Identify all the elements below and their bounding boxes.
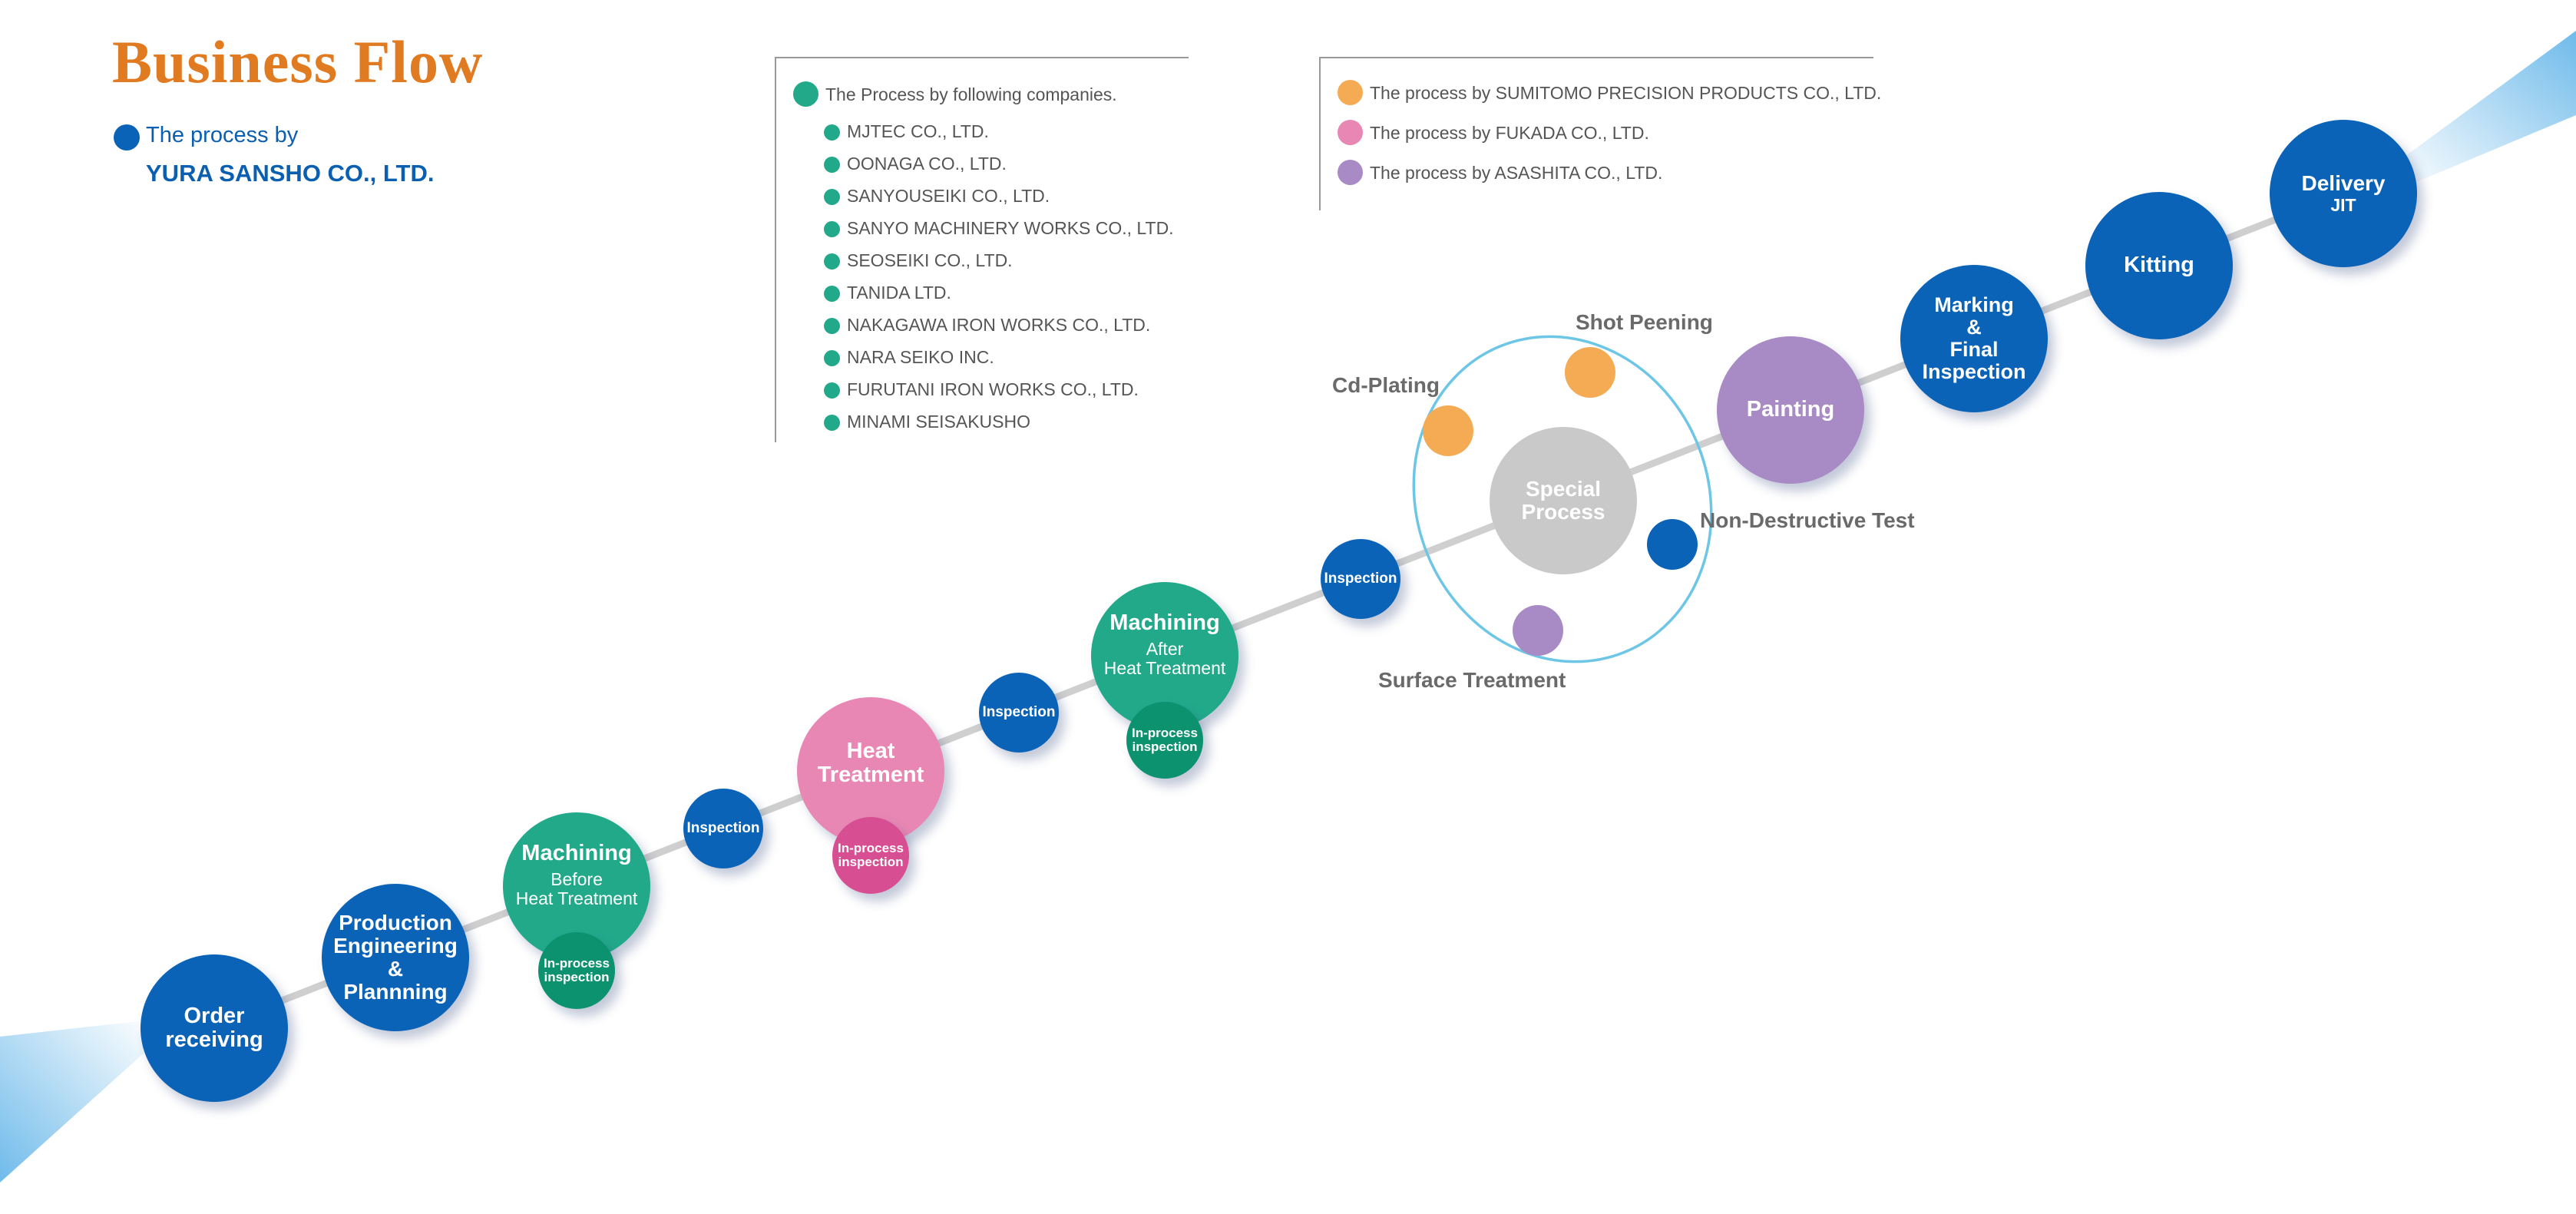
legend-company-dot — [824, 286, 840, 302]
light-beam-right — [2388, 31, 2576, 184]
node-label: Plannning — [343, 980, 448, 1004]
node-label: inspection — [838, 855, 904, 869]
node-inprocess-inspection-2: In-process inspection — [832, 817, 909, 894]
node-label: inspection — [1132, 739, 1198, 754]
node-label: Inspection — [1922, 360, 2026, 384]
node-label: Inspection — [686, 819, 760, 836]
legend-company-dot — [824, 124, 840, 141]
node-label: Treatment — [817, 762, 924, 787]
node-label: Marking — [1934, 293, 2014, 316]
legend-dot-fukada — [1338, 120, 1363, 145]
legend-company-dot — [824, 221, 840, 237]
node-sublabel: After — [1146, 638, 1184, 659]
node-label: Delivery — [2301, 171, 2386, 196]
legend-company-dot — [824, 350, 840, 366]
node-label: & — [1966, 315, 1982, 339]
node-inspection-3: Inspection — [1321, 539, 1400, 619]
node-inspection-2: Inspection — [979, 673, 1059, 753]
node-label: receiving — [165, 1027, 263, 1052]
legend-company-item: NAKAGAWA IRON WORKS CO., LTD. — [847, 315, 1151, 335]
node-label: Engineering — [333, 933, 458, 958]
legend-company-dot — [824, 189, 840, 205]
legend-company-dot — [824, 415, 840, 431]
legend-company-item: SEOSEIKI CO., LTD. — [847, 250, 1013, 270]
node-label: Inspection — [1324, 570, 1397, 587]
legend-company-item: MINAMI SEISAKUSHO — [847, 412, 1030, 432]
node-sublabel: Heat Treatment — [1103, 657, 1226, 678]
legend-company-dot — [824, 382, 840, 399]
legend-company-item: MJTEC CO., LTD. — [847, 121, 989, 141]
legend-company-dot — [824, 253, 840, 270]
node-delivery: Delivery JIT — [2270, 120, 2417, 267]
legend-company-dot — [824, 318, 840, 334]
node-sublabel: Before — [551, 868, 603, 889]
legend-companies-box: The Process by following companies. MJTE… — [775, 57, 1189, 442]
satellite-non-destructive-test — [1647, 519, 1698, 570]
node-label: Inspection — [982, 703, 1056, 720]
label-surface-treatment: Surface Treatment — [1378, 668, 1566, 692]
legend-dot-companies — [793, 81, 818, 107]
node-kitting: Kitting — [2085, 192, 2233, 339]
node-label: In-process — [1132, 725, 1198, 740]
node-label: Order — [184, 1003, 245, 1028]
legend-company-item: TANIDA LTD. — [847, 283, 951, 303]
legend-partner-sumitomo: The process by SUMITOMO PRECISION PRODUC… — [1370, 83, 1882, 103]
label-shot-peening: Shot Peening — [1576, 310, 1713, 334]
special-process-orbit — [1412, 335, 1713, 663]
node-sublabel: JIT — [2330, 194, 2356, 215]
legend-partners-box: The process by SUMITOMO PRECISION PRODUC… — [1319, 57, 1881, 210]
legend-dot-asashita — [1338, 160, 1363, 185]
node-label: Painting — [1746, 397, 1835, 422]
node-label: In-process — [838, 840, 904, 855]
node-inprocess-inspection-1: In-process inspection — [538, 932, 615, 1009]
node-label: Final — [1949, 338, 1999, 361]
node-order-receiving: Order receiving — [141, 954, 288, 1102]
node-heat-treatment: Heat Treatment — [797, 697, 944, 845]
satellite-shot-peening — [1565, 347, 1615, 398]
node-label: Machining — [521, 840, 632, 865]
node-production-engineering: Production Engineering & Plannning — [322, 884, 469, 1031]
legend-company-yura: YURA SANSHO CO., LTD. — [146, 160, 435, 187]
node-label: inspection — [544, 970, 610, 984]
legend-dot-sumitomo — [1338, 80, 1363, 105]
legend-company-item: FURUTANI IRON WORKS CO., LTD. — [847, 379, 1139, 399]
legend-company-dot — [824, 157, 840, 173]
legend-partner-asashita: The process by ASASHITA CO., LTD. — [1370, 163, 1663, 183]
node-marking-final-inspection: Marking & Final Inspection — [1900, 265, 2048, 412]
node-inprocess-inspection-3: In-process inspection — [1126, 702, 1203, 779]
node-special-process: Special Process — [1490, 427, 1637, 574]
node-label: In-process — [544, 955, 610, 971]
node-sublabel: Heat Treatment — [515, 888, 638, 908]
legend-partner-fukada: The process by FUKADA CO., LTD. — [1370, 123, 1649, 143]
node-label: Process — [1521, 500, 1605, 524]
node-label: Heat — [846, 738, 895, 763]
node-inspection-1: Inspection — [683, 789, 763, 868]
node-label: Machining — [1109, 610, 1220, 635]
legend-label-yura: The process by — [146, 123, 299, 147]
node-label: Kitting — [2124, 253, 2194, 278]
legend-company-item: NARA SEIKO INC. — [847, 347, 994, 367]
node-label: Special — [1525, 476, 1602, 501]
satellite-cd-plating — [1423, 405, 1473, 456]
page-title: Business Flow — [112, 28, 484, 95]
legend-company-item: SANYOUSEIKI CO., LTD. — [847, 186, 1050, 206]
node-painting: Painting — [1717, 336, 1864, 484]
light-beam-left — [0, 1021, 154, 1183]
satellite-surface-treatment — [1513, 605, 1563, 656]
legend-company-item: SANYO MACHINERY WORKS CO., LTD. — [847, 218, 1174, 238]
label-cd-plating: Cd-Plating — [1332, 373, 1440, 397]
legend-companies-header: The Process by following companies. — [825, 84, 1117, 104]
node-label: Production — [339, 910, 452, 934]
label-non-destructive-test: Non-Destructive Test — [1700, 508, 1915, 532]
node-label: & — [387, 957, 404, 981]
legend-company-item: OONAGA CO., LTD. — [847, 154, 1007, 174]
legend-dot-yura — [114, 124, 140, 151]
